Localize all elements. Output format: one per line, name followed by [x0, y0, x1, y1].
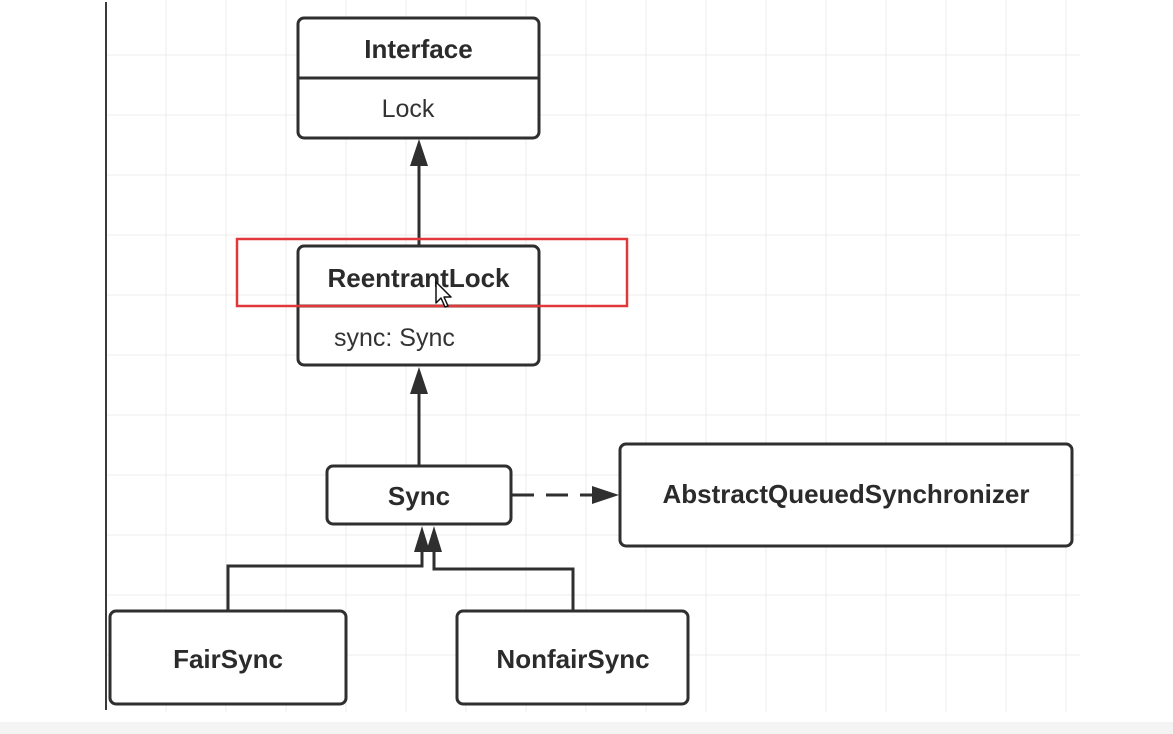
node-nonfairsync[interactable]: NonfairSync — [455, 609, 690, 706]
node-aqs[interactable]: AbstractQueuedSynchronizer — [618, 442, 1074, 548]
edge-nonfairsync-to-sync — [432, 550, 575, 611]
highlight-box — [235, 237, 629, 308]
node-reentrantlock-attr: sync: Sync — [334, 324, 455, 352]
edges — [226, 139, 619, 611]
node-nonfairsync-title: NonfairSync — [496, 644, 649, 674]
arrowhead-sync-left — [414, 526, 430, 552]
node-sync-title: Sync — [388, 481, 450, 511]
node-lock-title: Interface — [364, 34, 472, 64]
node-lock[interactable]: Interface Lock — [296, 16, 541, 140]
node-aqs-title: AbstractQueuedSynchronizer — [663, 479, 1030, 509]
node-fairsync-title: FairSync — [173, 644, 283, 674]
arrowhead-aqs — [592, 486, 619, 504]
node-sync[interactable]: Sync — [325, 464, 513, 526]
edge-fairsync-to-sync — [226, 550, 424, 611]
arrowhead-lock — [410, 139, 428, 166]
bottom-strip — [0, 722, 1173, 734]
background-grid — [106, 0, 1080, 712]
arrowhead-sync-right — [426, 526, 442, 552]
arrowhead-reentrantlock — [410, 367, 428, 394]
node-fairsync[interactable]: FairSync — [108, 609, 348, 706]
node-reentrantlock-title: ReentrantLock — [327, 263, 510, 293]
node-lock-attr: Lock — [382, 95, 435, 123]
mouse-cursor-icon — [435, 281, 452, 308]
